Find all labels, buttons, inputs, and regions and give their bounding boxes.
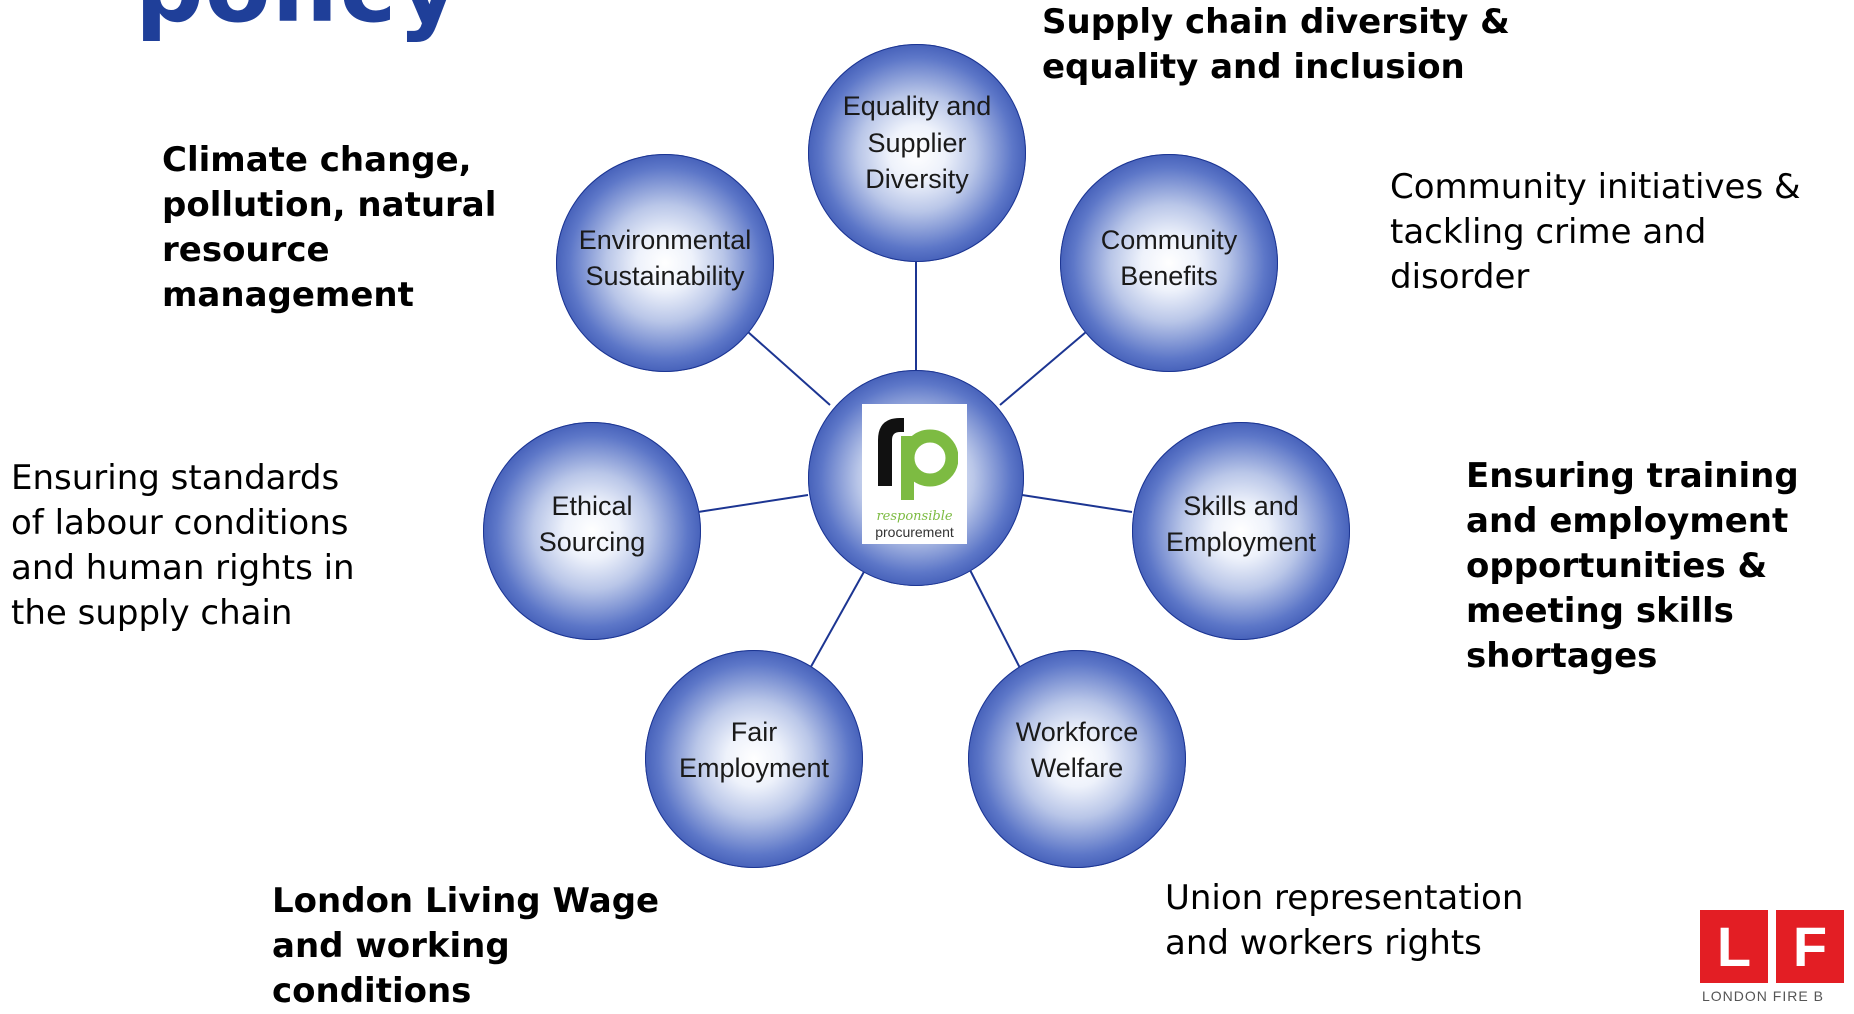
page-title: policy [135,0,461,36]
node-label: Workforce Welfare [1015,716,1139,783]
logo-letter-l: L [1700,910,1768,983]
node-ethical: Ethical Sourcing [483,422,701,640]
node-label: Fair Employment [678,716,830,783]
node-environmental: Environmental Sustainability [556,154,774,372]
london-fire-brigade-logo: L F LONDON FIRE B [1700,910,1854,1010]
node-fair: Fair Employment [645,650,863,868]
node-label: Ethical Sourcing [538,490,646,557]
note-skills: Ensuring training and employment opportu… [1466,456,1799,676]
note-ethical: Ensuring standards of labour conditions … [11,458,355,633]
connector-ethical [697,494,809,513]
node-equality: Equality and Supplier Diversity [808,44,1026,262]
node-label: Equality and Supplier Diversity [842,91,992,195]
connector-welfare [969,569,1023,673]
note-welfare: Union representation and workers rights [1165,878,1524,963]
node-skills: Skills and Employment [1132,422,1350,640]
note-equality: Supply chain diversity & equality and in… [1042,2,1510,87]
node-welfare: Workforce Welfare [968,650,1186,868]
logo-letter-f: F [1776,910,1844,983]
logo-tagline: responsible [876,509,953,524]
rp-monogram-icon [878,418,958,500]
node-label: Environmental Sustainability [578,224,752,291]
note-environmental: Climate change, pollution, natural resou… [162,140,497,315]
responsible-procurement-logo: responsible procurement [862,404,967,544]
connector-environmental [747,331,831,406]
note-community: Community initiatives & tackling crime a… [1390,167,1801,297]
logo-org-name: LONDON FIRE B [1702,988,1824,1004]
connector-fair [807,569,866,673]
connector-community [999,331,1087,406]
node-label: Community Benefits [1100,224,1238,291]
note-fair: London Living Wage and working condition… [272,881,660,1011]
logo-name: procurement [875,524,954,540]
node-label: Skills and Employment [1165,490,1317,557]
node-community: Community Benefits [1060,154,1278,372]
connector-skills [1021,494,1133,513]
